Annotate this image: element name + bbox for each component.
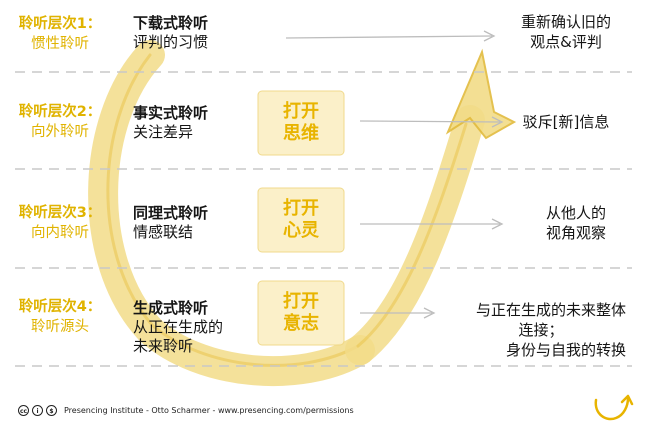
footer-credit: Presencing Institute - Otto Scharmer - w… (64, 405, 354, 415)
level-1-title: 聆听层次1： (18, 16, 102, 32)
open-mind-line2: 思维 (283, 123, 319, 144)
level-4: 聆听层次4： 聆听源头 (12, 297, 108, 337)
outcome-1-line1: 重新确认旧的 (520, 13, 611, 31)
level-4-subtitle: 聆听源头 (31, 319, 89, 335)
open-will: 打开 意志 (258, 291, 344, 355)
mode-2: 事实式聆听 关注差异 (133, 104, 208, 142)
attribution-icon: i (32, 404, 43, 416)
open-mind: 打开 思维 (258, 101, 344, 165)
presencing-logo-icon (594, 394, 634, 421)
mode-4-desc-line2: 未来聆听 (133, 337, 194, 355)
noncommercial-icon: $ (46, 404, 57, 416)
level-3-subtitle: 向内聆听 (31, 225, 89, 241)
outcome-arrows (285, 30, 504, 319)
cc-license-icon: cc (18, 404, 29, 416)
open-mind-line1: 打开 (283, 101, 319, 122)
open-boxes (257, 90, 345, 346)
mode-3-desc: 情感联结 (133, 223, 194, 241)
mode-1-title: 下载式聆听 (133, 14, 209, 32)
mode-4: 生成式聆听 从正在生成的 未来聆听 (133, 299, 223, 356)
open-heart: 打开 心灵 (258, 198, 344, 262)
open-heart-line1: 打开 (283, 198, 319, 219)
outcome-4: 与正在生成的未来整体 连接； 身份与自我的转换 (446, 300, 626, 360)
outcome-4-line1: 与正在生成的未来整体 (475, 301, 626, 319)
mode-4-title: 生成式聆听 (133, 299, 209, 317)
outcome-1: 重新确认旧的 观点&评判 (510, 12, 622, 52)
outcome-1-line2: 观点&评判 (530, 33, 602, 51)
level-dividers (15, 71, 632, 367)
level-2-title: 聆听层次2： (18, 104, 102, 120)
open-heart-line2: 心灵 (283, 220, 319, 241)
level-3: 聆听层次3： 向内聆听 (12, 203, 108, 243)
level-2: 聆听层次2： 向外聆听 (12, 102, 108, 142)
mode-3: 同理式聆听 情感联结 (133, 204, 208, 242)
outcome-3-line1: 从他人的 (545, 204, 606, 222)
open-will-line2: 意志 (283, 313, 319, 334)
outcome-2-line1: 驳斥[新]信息 (522, 113, 610, 131)
outcome-3: 从他人的 视角观察 (530, 203, 622, 243)
level-4-title: 聆听层次4： (18, 299, 102, 315)
open-will-line1: 打开 (283, 291, 319, 312)
mode-1-desc: 评判的习惯 (133, 33, 209, 51)
mode-3-title: 同理式聆听 (133, 204, 209, 222)
u-arrowhead (445, 48, 517, 140)
level-1-subtitle: 惯性聆听 (31, 36, 89, 52)
mode-1: 下载式聆听 评判的习惯 (133, 14, 208, 52)
outcome-2: 驳斥[新]信息 (508, 112, 624, 132)
level-3-title: 聆听层次3： (18, 205, 102, 221)
footer: cc i $ Presencing Institute - Otto Schar… (18, 402, 354, 418)
level-2-subtitle: 向外聆听 (31, 124, 89, 140)
mode-2-title: 事实式聆听 (133, 104, 209, 122)
mode-4-desc-line1: 从正在生成的 (133, 318, 224, 336)
outcome-4-line2: 连接； (518, 321, 564, 339)
mode-2-desc: 关注差异 (133, 123, 194, 141)
outcome-4-line3: 身份与自我的转换 (505, 341, 626, 359)
level-1: 聆听层次1： 惯性聆听 (12, 14, 108, 54)
outcome-3-line2: 视角观察 (545, 224, 606, 242)
u-swoosh (88, 40, 485, 386)
